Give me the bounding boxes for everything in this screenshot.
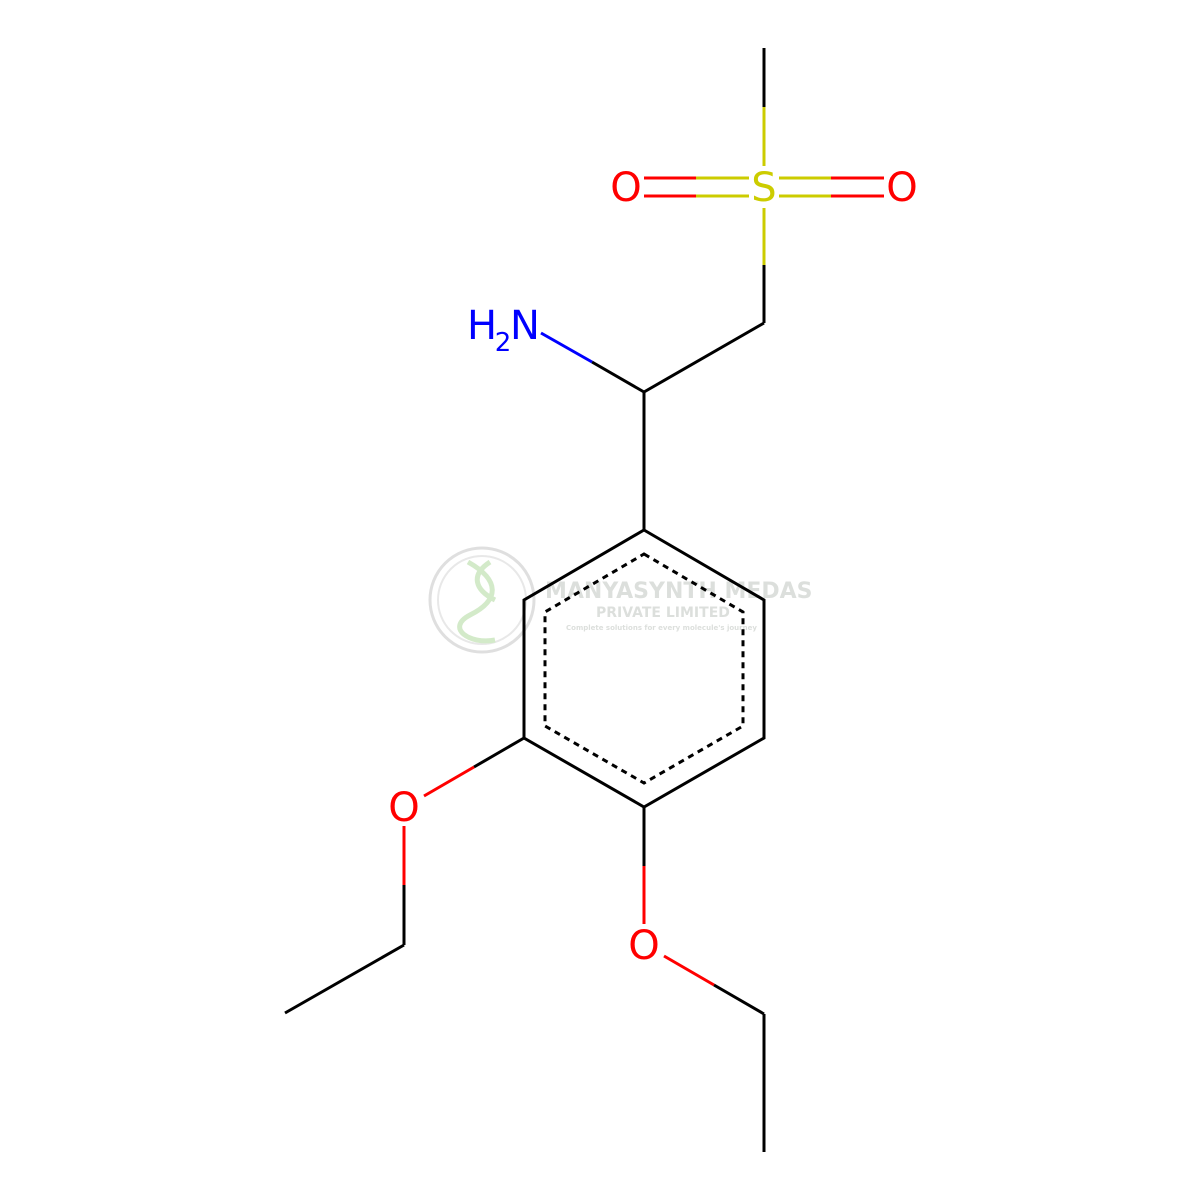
atom-oxygen-right: O xyxy=(886,165,917,211)
atom-labels: S O O H 2 N O O xyxy=(388,165,917,969)
bonds-group xyxy=(284,48,884,1152)
watermark-subtitle: PRIVATE LIMITED xyxy=(596,605,730,621)
amine-n-label: N xyxy=(510,303,540,349)
atom-sulfur: S xyxy=(751,165,776,211)
watermark-dna-icon xyxy=(457,559,497,644)
atom-oxygen-ether-2: O xyxy=(628,923,659,969)
bond-ring-oxygen1-black xyxy=(473,736,525,769)
atom-oxygen-left: O xyxy=(610,165,641,211)
benzene-ring-aromatic-dashed xyxy=(543,552,745,785)
bond-ethyl1-ch3 xyxy=(284,943,405,1015)
atom-oxygen-ether-1: O xyxy=(388,785,419,831)
bond-calpha-nitrogen-black xyxy=(591,360,645,394)
watermark-tagline: Complete solutions for every molecule's … xyxy=(566,624,757,632)
atom-amine-nh2: H 2 N xyxy=(467,303,540,358)
bond-oxygen2-ethyl-black xyxy=(713,983,765,1016)
watermark-logo-circle xyxy=(428,546,536,654)
company-watermark: MANYASYNTH MEDAS PRIVATE LIMITED Complet… xyxy=(428,546,813,654)
amine-h-label: H xyxy=(467,303,497,349)
watermark-company-name: MANYASYNTH MEDAS xyxy=(545,579,813,604)
bond-ring-oxygen1-red xyxy=(423,765,475,798)
bond-oxygen2-ethyl-red xyxy=(663,954,715,987)
amine-subscript-2: 2 xyxy=(495,328,512,358)
benzene-ring-outer xyxy=(522,528,766,809)
bond-ch2-calpha xyxy=(643,321,765,394)
bond-calpha-nitrogen-blue xyxy=(540,331,593,364)
